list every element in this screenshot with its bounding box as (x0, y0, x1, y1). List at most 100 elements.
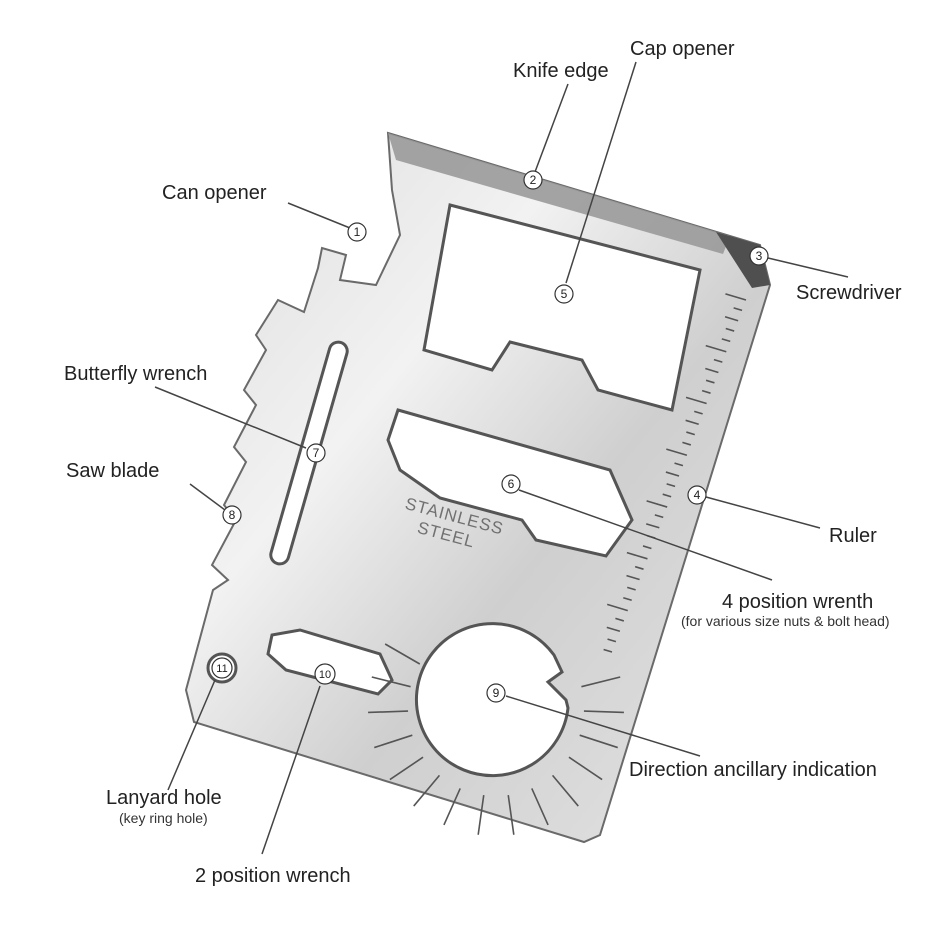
ruler-tick (603, 648, 613, 653)
ruler-tick (713, 358, 723, 363)
marker-10: 10 (314, 663, 336, 685)
ruler-tick (654, 514, 664, 519)
label-lanyard-hole: Lanyard hole (106, 787, 222, 809)
card-body (184, 131, 772, 844)
leader-butterfly-wrench (154, 386, 307, 449)
marker-4: 4 (687, 485, 707, 505)
label-ruler: Ruler (829, 525, 877, 547)
ruler-tick (606, 603, 628, 612)
leader-saw-blade (189, 483, 226, 511)
direction-ray (413, 774, 441, 807)
ruler-tick (662, 493, 672, 498)
marker-8-number: 8 (229, 508, 236, 522)
leader-ruler (705, 496, 821, 529)
direction-ray (371, 676, 411, 688)
callout-markers: 1 2 3 4 5 6 7 8 9 10 11 (211, 170, 769, 703)
ruler-tick (623, 596, 632, 602)
ruler-tick (634, 565, 644, 570)
marker-11: 11 (211, 657, 233, 679)
label-cap-opener: Cap opener (630, 38, 735, 60)
direction-ray (551, 774, 579, 807)
direction-ray (443, 788, 461, 826)
label-screwdriver: Screwdriver (796, 282, 902, 304)
marker-2-number: 2 (530, 173, 537, 187)
direction-ray (581, 676, 621, 688)
leader-cap-opener (565, 61, 637, 284)
sublabel-lanyard-hole: (key ring hole) (119, 810, 208, 826)
ruler-tick (626, 574, 640, 581)
ruler-tick (733, 307, 743, 312)
label-2-position-wrench: 2 position wrench (195, 865, 351, 887)
ruler-tick (606, 626, 621, 633)
leader-screwdriver (767, 257, 849, 278)
label-4-position-wrench: 4 position wrenth (722, 591, 874, 613)
ruler-tick (682, 441, 692, 446)
marker-9-number: 9 (493, 686, 500, 700)
ruler-tick (705, 379, 715, 384)
ruler-tick (645, 523, 660, 529)
direction-ray (568, 756, 603, 781)
cap-opener-cutout (422, 203, 702, 412)
leader-two-position-wrench (261, 685, 321, 855)
sublabel-4-position-wrench: (for various size nuts & bolt head) (681, 613, 890, 629)
ruler-tick (607, 638, 617, 643)
marker-1: 1 (347, 222, 367, 242)
ruler-tick (701, 389, 711, 394)
marker-6: 6 (501, 474, 521, 494)
marker-8: 8 (222, 505, 242, 525)
label-can-opener: Can opener (162, 182, 267, 204)
ruler-tick (674, 462, 684, 467)
direction-ray (477, 795, 485, 835)
marker-7-number: 7 (313, 446, 320, 460)
marker-7: 7 (306, 443, 326, 463)
leader-lanyard-hole (167, 679, 216, 791)
leader-direction-indication (505, 695, 701, 757)
ruler-tick (646, 500, 668, 508)
marker-9: 9 (486, 683, 506, 703)
ruler-tick (705, 344, 727, 353)
ruler-tick (666, 483, 676, 488)
marker-1-number: 1 (354, 225, 361, 239)
marker-5-number: 5 (561, 287, 568, 301)
screwdriver-tip (716, 232, 770, 288)
ruler-tick (666, 448, 688, 457)
ruler-tick (694, 410, 703, 415)
ruler-ticks (603, 293, 747, 653)
ruler-tick (642, 545, 652, 550)
marker-3: 3 (749, 246, 769, 266)
direction-ray (531, 788, 549, 826)
leader-can-opener (287, 202, 351, 229)
ruler-tick (721, 338, 731, 343)
marker-3-number: 3 (756, 249, 763, 263)
marker-6-number: 6 (508, 477, 515, 491)
ruler-tick (627, 586, 636, 591)
direction-ray (507, 795, 515, 835)
direction-rays (368, 643, 624, 835)
ruler-tick (725, 327, 735, 332)
ruler-tick (665, 471, 680, 477)
ruler-tick (686, 431, 695, 436)
direction-ray (374, 734, 413, 749)
ruler-tick (626, 551, 648, 560)
direction-ray (579, 734, 618, 749)
ruler-tick (705, 367, 719, 374)
label-saw-blade: Saw blade (66, 460, 160, 482)
two-position-wrench-cutout (266, 628, 394, 696)
leader-four-position-wrench (518, 489, 773, 581)
direction-ray (368, 710, 409, 714)
marker-11-number: 11 (216, 663, 227, 675)
marker-5: 5 (554, 284, 574, 304)
label-butterfly-wrench: Butterfly wrench (64, 363, 208, 385)
ruler-tick (724, 316, 739, 322)
direction-ray (389, 756, 424, 781)
direction-ray (384, 643, 421, 665)
ruler-tick (615, 617, 625, 622)
leader-knife-edge (534, 83, 569, 173)
knife-edge-bevel (388, 133, 730, 254)
marker-4-number: 4 (694, 488, 701, 502)
marker-2: 2 (523, 170, 543, 190)
ruler-tick (725, 293, 747, 301)
direction-ray (583, 710, 624, 714)
